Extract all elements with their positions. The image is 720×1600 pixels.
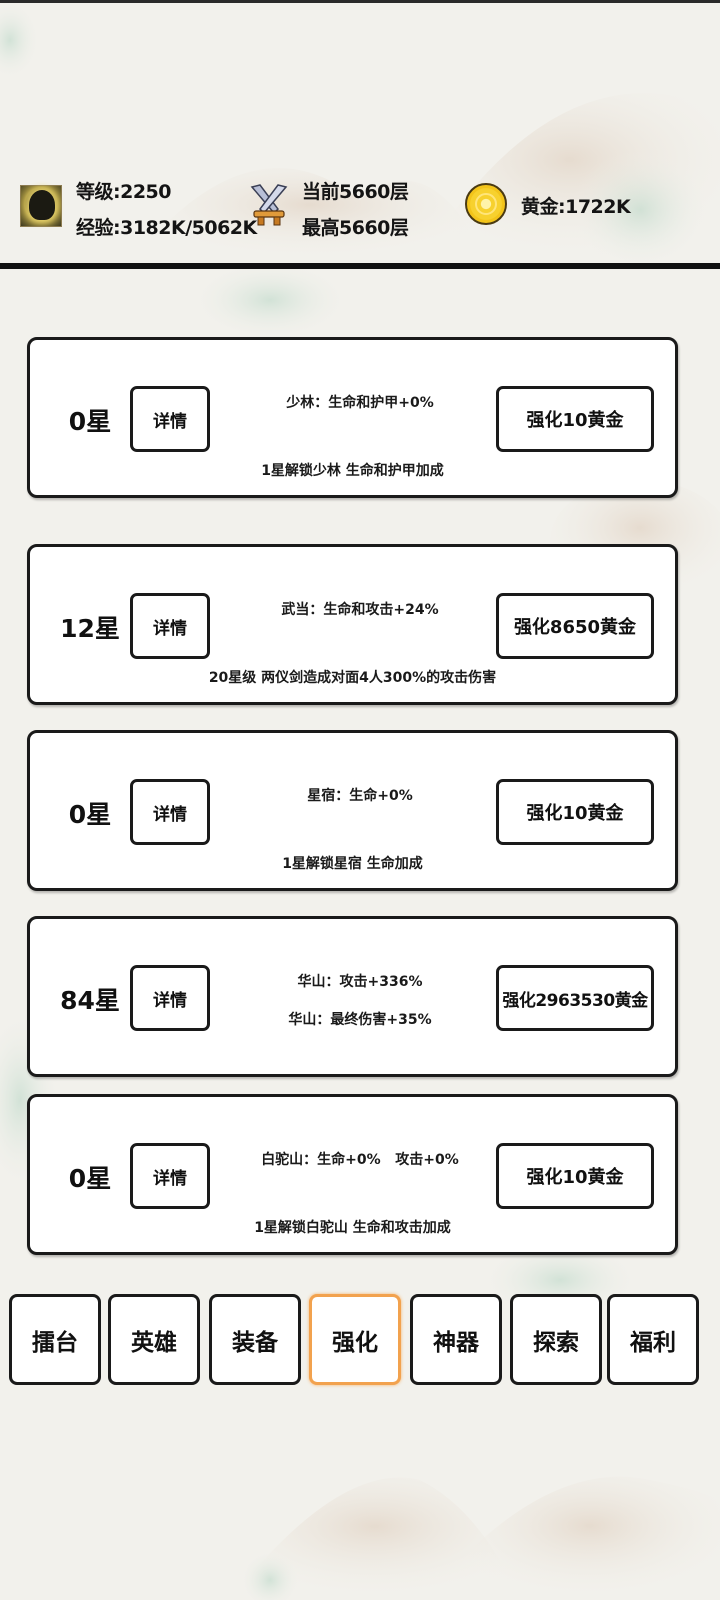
- top-border: [0, 0, 720, 3]
- unlock-note: 1星解锁少林 生命和护甲加成: [261, 463, 444, 479]
- details-button[interactable]: 详情: [130, 386, 210, 452]
- player-stats-header: 等级:2250 经验:3182K/5062K 当前5660层 最高5660层 黄…: [0, 170, 720, 266]
- header-divider: [0, 263, 720, 269]
- upgrade-card-shaolin: 0星 详情 少林：生命和护甲+0% 强化10黄金 1星解锁少林 生命和护甲加成: [27, 337, 678, 498]
- gold-coin-icon: [465, 183, 507, 225]
- hero-portrait-icon[interactable]: [20, 185, 62, 227]
- crossed-swords-icon: [248, 183, 290, 229]
- star-level: 0星: [68, 1164, 112, 1193]
- tab-rewards[interactable]: 福利: [607, 1294, 699, 1385]
- upgrade-button[interactable]: 强化10黄金: [496, 1143, 654, 1209]
- details-button[interactable]: 详情: [130, 593, 210, 659]
- unlock-note: 1星解锁星宿 生命加成: [282, 856, 423, 872]
- tab-explore[interactable]: 探索: [510, 1294, 602, 1385]
- gold-amount: 黄金:1722K: [521, 196, 631, 218]
- effect-text: 华山：攻击+336%: [297, 974, 423, 990]
- current-floor: 当前5660层: [302, 181, 409, 203]
- details-button[interactable]: 详情: [130, 779, 210, 845]
- tab-artifacts[interactable]: 神器: [410, 1294, 502, 1385]
- tab-enhance[interactable]: 强化: [309, 1294, 401, 1385]
- upgrade-button[interactable]: 强化2963530黄金: [496, 965, 654, 1031]
- effect-text: 白驼山：生命+0% 攻击+0%: [261, 1152, 459, 1168]
- max-floor: 最高5660层: [302, 217, 409, 239]
- player-level: 等级:2250: [76, 181, 171, 203]
- details-button[interactable]: 详情: [130, 1143, 210, 1209]
- tab-heroes[interactable]: 英雄: [108, 1294, 200, 1385]
- unlock-note: 1星解锁白驼山 生命和攻击加成: [254, 1220, 451, 1236]
- unlock-note: 20星级 两仪剑造成对面4人300%的攻击伤害: [208, 670, 497, 686]
- tab-equipment[interactable]: 装备: [209, 1294, 301, 1385]
- upgrade-card-baituoshan: 0星 详情 白驼山：生命+0% 攻击+0% 强化10黄金 1星解锁白驼山 生命和…: [27, 1094, 678, 1255]
- upgrade-card-xingxiu: 0星 详情 星宿：生命+0% 强化10黄金 1星解锁星宿 生命加成: [27, 730, 678, 891]
- player-exp: 经验:3182K/5062K: [76, 217, 257, 239]
- upgrade-card-wudang: 12星 详情 武当：生命和攻击+24% 强化8650黄金 20星级 两仪剑造成对…: [27, 544, 678, 705]
- effect-text: 星宿：生命+0%: [307, 788, 413, 804]
- effect-text: 少林：生命和护甲+0%: [286, 395, 434, 411]
- tab-arena[interactable]: 擂台: [9, 1294, 101, 1385]
- upgrade-button[interactable]: 强化10黄金: [496, 386, 654, 452]
- star-level: 0星: [68, 800, 112, 829]
- star-level: 84星: [60, 986, 120, 1015]
- effect-text: 武当：生命和攻击+24%: [281, 602, 439, 618]
- bottom-nav: 擂台 英雄 装备 强化 神器 探索 福利: [0, 1294, 720, 1388]
- star-level: 12星: [60, 614, 120, 643]
- upgrade-button[interactable]: 强化10黄金: [496, 779, 654, 845]
- details-button[interactable]: 详情: [130, 965, 210, 1031]
- effect-text-secondary: 华山：最终伤害+35%: [288, 1012, 432, 1028]
- upgrade-button[interactable]: 强化8650黄金: [496, 593, 654, 659]
- upgrade-card-huashan: 84星 详情 华山：攻击+336% 华山：最终伤害+35% 强化2963530黄…: [27, 916, 678, 1077]
- star-level: 0星: [68, 407, 112, 436]
